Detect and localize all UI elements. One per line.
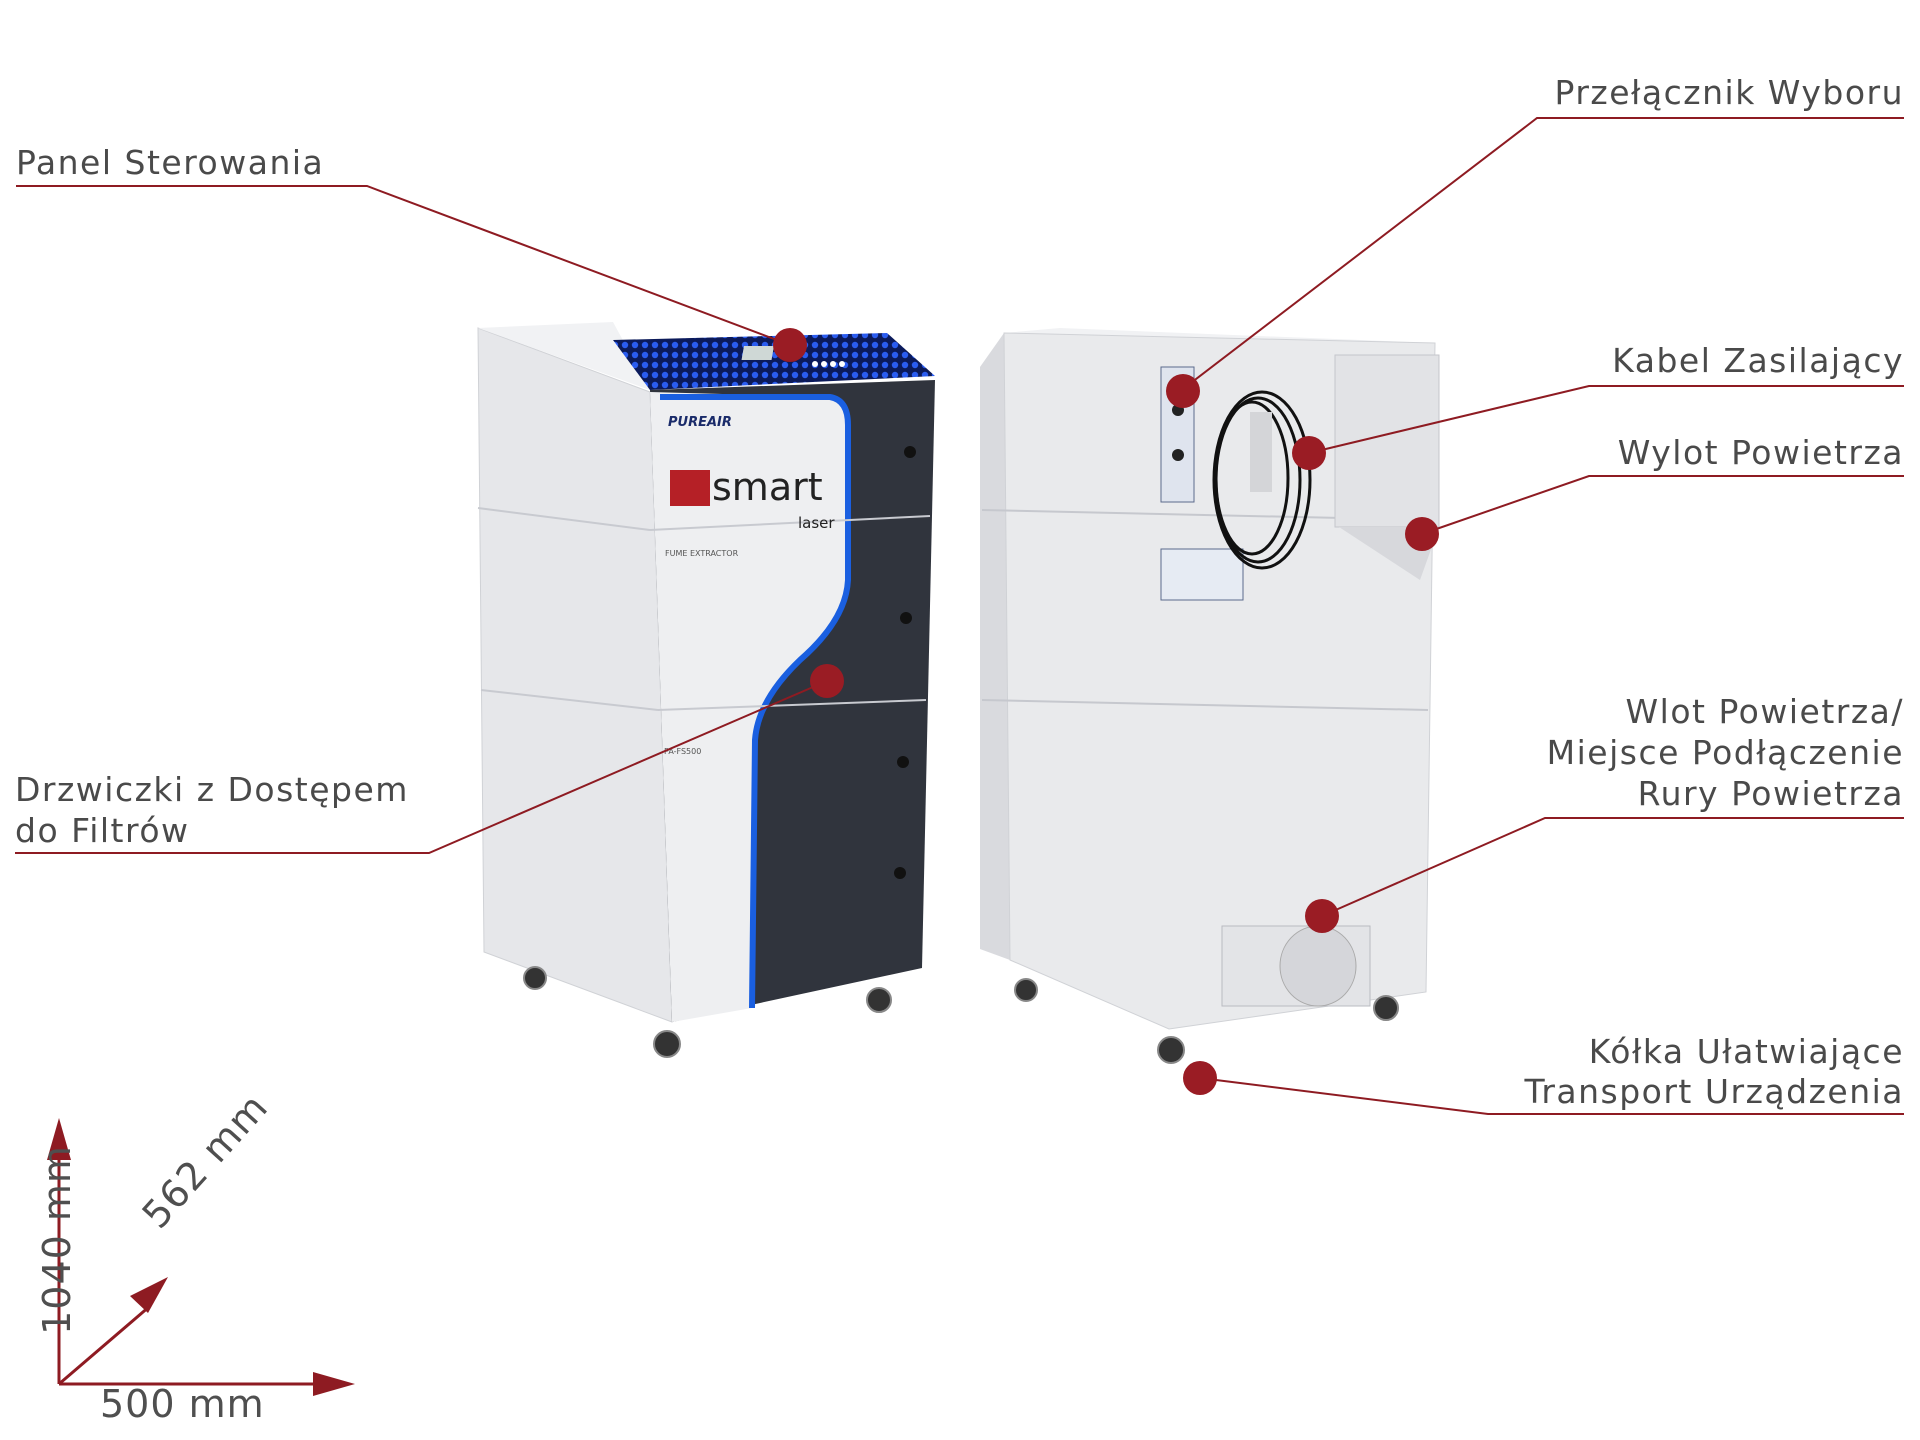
brand-logo: PUREAIR: [668, 415, 732, 430]
back-machine-face: [1003, 332, 1436, 1030]
product-type: FUME EXTRACTOR: [665, 549, 739, 558]
rating-label-plate: [1160, 548, 1244, 601]
callout-dots: [773, 328, 1439, 1095]
control-panel: [613, 333, 935, 390]
label-wheels-line1: Kółka Ułatwiające: [1588, 1032, 1904, 1071]
dimension-height: 1040 mm: [34, 1145, 79, 1335]
label-filter-doors-line2: do Filtrów: [15, 811, 190, 850]
front-machine: PUREAIR smart laser FUME EXTRACTOR PA-FS…: [477, 322, 935, 1058]
model-number: PA-FS500: [664, 747, 701, 756]
smart-logo: smart: [712, 465, 823, 509]
control-panel-buttons: [812, 361, 845, 367]
front-machine-top: [478, 322, 650, 390]
air-outlet-box: [1334, 354, 1440, 528]
label-air-outlet: Wylot Powietrza: [1617, 433, 1904, 472]
power-cable-coil: [1212, 390, 1312, 570]
label-selector-switch: Przełącznik Wyboru: [1554, 73, 1904, 112]
label-control-panel: Panel Sterowania: [16, 143, 325, 182]
wheel-icons-back: [1014, 978, 1399, 1064]
laser-logo: laser: [798, 514, 835, 532]
label-air-inlet-line1: Wlot Powietrza/: [1625, 692, 1904, 731]
label-air-inlet-line3: Rury Powietrza: [1637, 774, 1904, 813]
label-filter-doors-line1: Drzwiczki z Dostępem: [15, 770, 409, 809]
door-lock-icons: [894, 446, 916, 879]
smart-logo-mark: [670, 470, 710, 506]
dimension-arrows: [47, 1118, 355, 1396]
label-air-inlet-line2: Miejsce Podłączenie: [1546, 733, 1904, 772]
back-machine-top: [1004, 328, 1435, 343]
air-inlet-pipe: [1279, 925, 1357, 1007]
dimension-width: 500 mm: [100, 1382, 265, 1426]
front-machine-side: [477, 327, 673, 1023]
label-power-cable: Kabel Zasilający: [1612, 341, 1904, 380]
control-panel-display: [741, 346, 774, 360]
wheel-icons: [523, 966, 892, 1058]
callout-lines: [15, 117, 1904, 1115]
label-wheels-line2: Transport Urządzenia: [1524, 1072, 1904, 1111]
